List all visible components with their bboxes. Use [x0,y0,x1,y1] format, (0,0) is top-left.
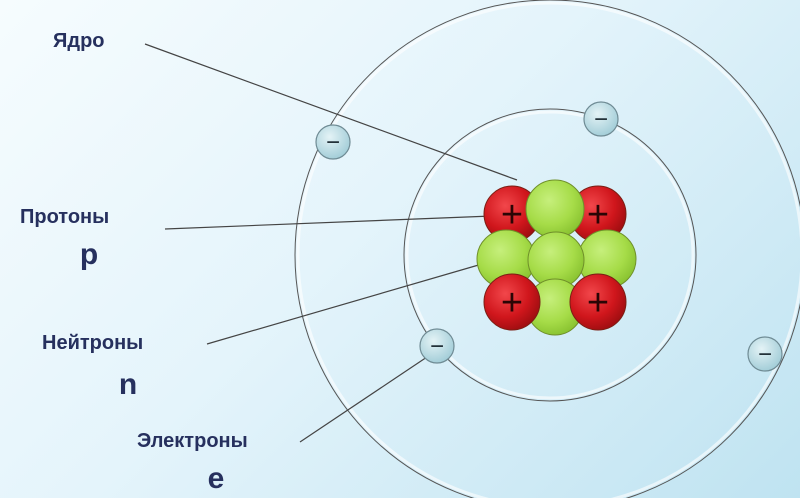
neutrons-label: Нейтроны [42,332,144,354]
proton-plus-sign: + [587,282,609,324]
electron-minus-sign: − [430,333,444,360]
outer-orbit [294,0,800,498]
neutrons-leader-line [206,263,483,345]
proton-plus-sign: + [587,194,609,236]
nucleus-leader-line [144,43,518,181]
neutrons-symbol: n [118,368,138,401]
electron [747,336,783,372]
proton [569,273,627,331]
neutron [525,179,585,239]
protons-leader-line [164,215,493,230]
protons-label: Протоны [20,206,110,228]
electrons-symbol: e [207,462,225,495]
electron [583,101,619,137]
electron-minus-sign: − [594,106,608,133]
electrons-label: Электроны [137,430,248,452]
proton [483,273,541,331]
electron-minus-sign: − [326,129,340,156]
inner-orbit-glow [405,110,695,400]
electron-minus-sign: − [758,341,772,368]
electron [315,124,351,160]
inner-orbit [403,108,697,402]
protons-symbol: p [79,238,99,271]
electron [419,328,455,364]
electrons-leader-line [299,356,428,443]
proton-plus-sign: + [501,194,523,236]
nucleus [476,179,637,336]
proton-plus-sign: + [501,282,523,324]
outer-orbit-glow [296,1,800,498]
nucleus-label: Ядро [53,30,105,52]
